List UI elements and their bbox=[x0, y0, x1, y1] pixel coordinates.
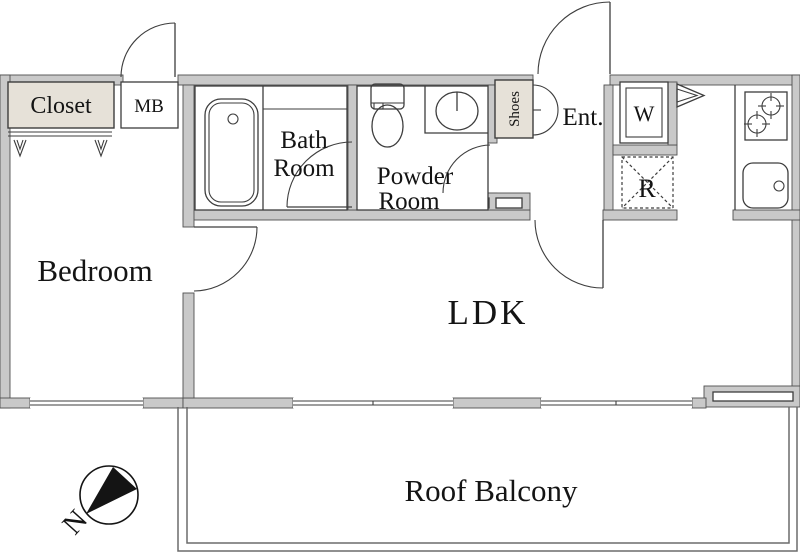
door-pennant bbox=[676, 83, 706, 108]
toilet bbox=[370, 83, 405, 148]
closet bbox=[7, 81, 115, 158]
ldk-label: LDK bbox=[448, 293, 529, 332]
shoes-door-swing bbox=[532, 84, 559, 136]
burner bbox=[744, 111, 770, 137]
entrance-door-swing bbox=[537, 1, 611, 75]
bath-door-swing bbox=[286, 141, 353, 208]
bath-room-label-2: Room bbox=[273, 155, 335, 182]
powder-door-swing bbox=[442, 144, 491, 194]
meter-box bbox=[120, 22, 179, 129]
shoes-label: Shoes bbox=[507, 91, 523, 127]
refrigerator-label: R bbox=[638, 174, 656, 203]
meter-box-label: MB bbox=[134, 96, 164, 117]
washer-space bbox=[619, 81, 706, 144]
compass-needle bbox=[86, 467, 137, 514]
bedroom-window bbox=[30, 398, 143, 408]
washer-label: W bbox=[634, 101, 655, 126]
bedroom-door bbox=[193, 226, 258, 292]
vanity-sink bbox=[424, 86, 488, 134]
kitchen-faucet bbox=[773, 180, 785, 192]
ldk-window-left bbox=[293, 398, 453, 408]
roof-balcony-label: Roof Balcony bbox=[404, 473, 578, 508]
powder-room bbox=[356, 83, 491, 211]
powder-room-label-1: Powder bbox=[377, 163, 454, 190]
balcony-railing bbox=[177, 407, 798, 552]
mb-door-swing bbox=[120, 22, 176, 78]
bathtub bbox=[204, 98, 259, 207]
bath-room bbox=[194, 85, 353, 211]
bathtub-drain bbox=[227, 113, 239, 125]
hanger-rail bbox=[8, 131, 112, 158]
bedroom-label: Bedroom bbox=[37, 253, 152, 288]
stove bbox=[744, 91, 788, 141]
powder-room-label-2: Room bbox=[378, 188, 440, 215]
bath-room-label-1: Bath bbox=[280, 127, 328, 154]
burner bbox=[758, 93, 784, 119]
kitchen-sink bbox=[742, 162, 789, 209]
kitchen-corner-window bbox=[712, 391, 794, 402]
closet-label: Closet bbox=[30, 93, 92, 119]
ldk-window-right bbox=[541, 398, 692, 408]
refrigerator-space bbox=[621, 156, 674, 209]
entrance bbox=[494, 1, 611, 139]
ldk-entry-door bbox=[534, 219, 604, 289]
walls bbox=[0, 74, 800, 409]
entrance-label: Ent. bbox=[563, 104, 604, 131]
shoes-cabinet bbox=[494, 79, 534, 139]
compass: N bbox=[56, 465, 139, 541]
kitchen bbox=[734, 85, 789, 210]
